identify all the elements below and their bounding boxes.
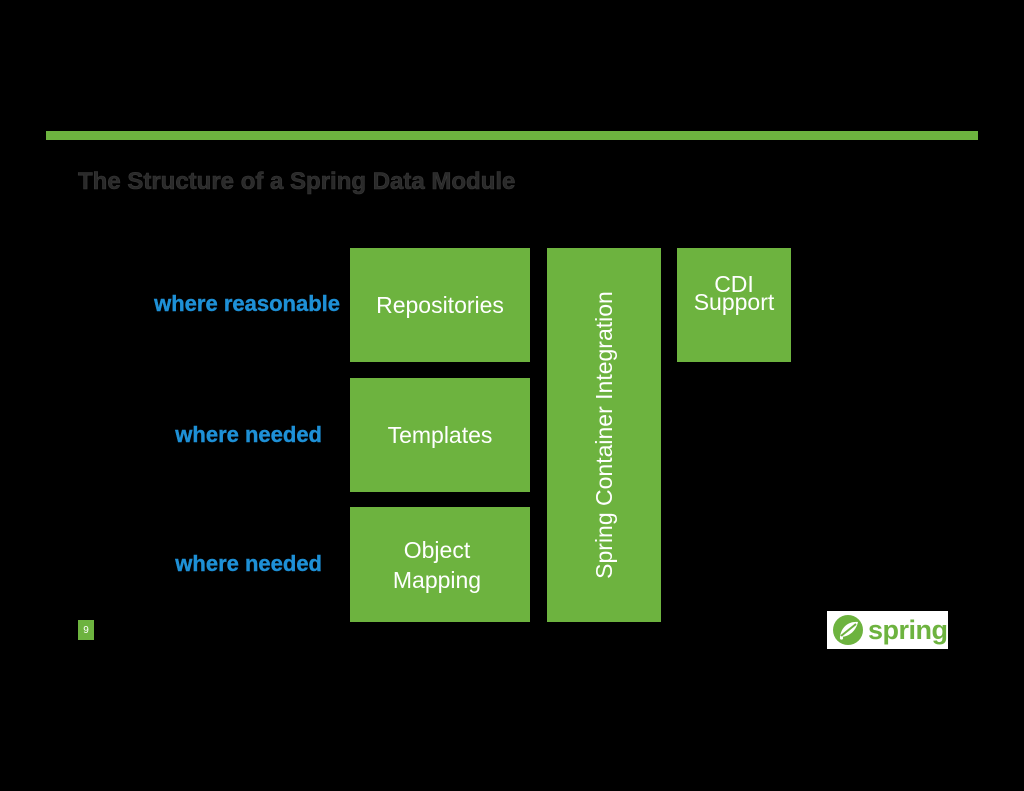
spring-leaf-icon — [833, 615, 863, 645]
slide-title: The Structure of a Spring Data Module — [78, 168, 516, 196]
object-mapping-line-2: Mapping — [392, 566, 482, 593]
page-number: 9 — [78, 620, 94, 640]
label-where-needed-object-mapping: where needed — [175, 551, 322, 576]
templates-box: Templates — [350, 378, 530, 492]
spring-logo: spring — [827, 611, 948, 649]
cdi-support-label: CDI Support — [689, 271, 779, 317]
templates-label: Templates — [387, 422, 493, 448]
cdi-support-box: CDI Support — [677, 248, 791, 362]
label-where-needed-templates: where needed — [175, 422, 322, 447]
label-where-reasonable: where reasonable — [154, 291, 340, 316]
object-mapping-line-1: Object — [403, 536, 471, 563]
top-divider-rule — [46, 131, 978, 140]
object-mapping-box: Object Mapping — [350, 507, 530, 622]
object-mapping-label: Object Mapping — [384, 535, 494, 595]
cdi-support-line-2: Support — [693, 289, 775, 315]
repositories-label: Repositories — [376, 292, 504, 318]
spring-container-integration-box: Spring Container Integration — [547, 248, 661, 622]
repositories-box: Repositories — [350, 248, 530, 362]
spring-container-integration-label: Spring Container Integration — [591, 291, 617, 579]
cdi-support-line-1: CDI — [714, 271, 754, 297]
spring-logo-text: spring — [868, 615, 948, 645]
